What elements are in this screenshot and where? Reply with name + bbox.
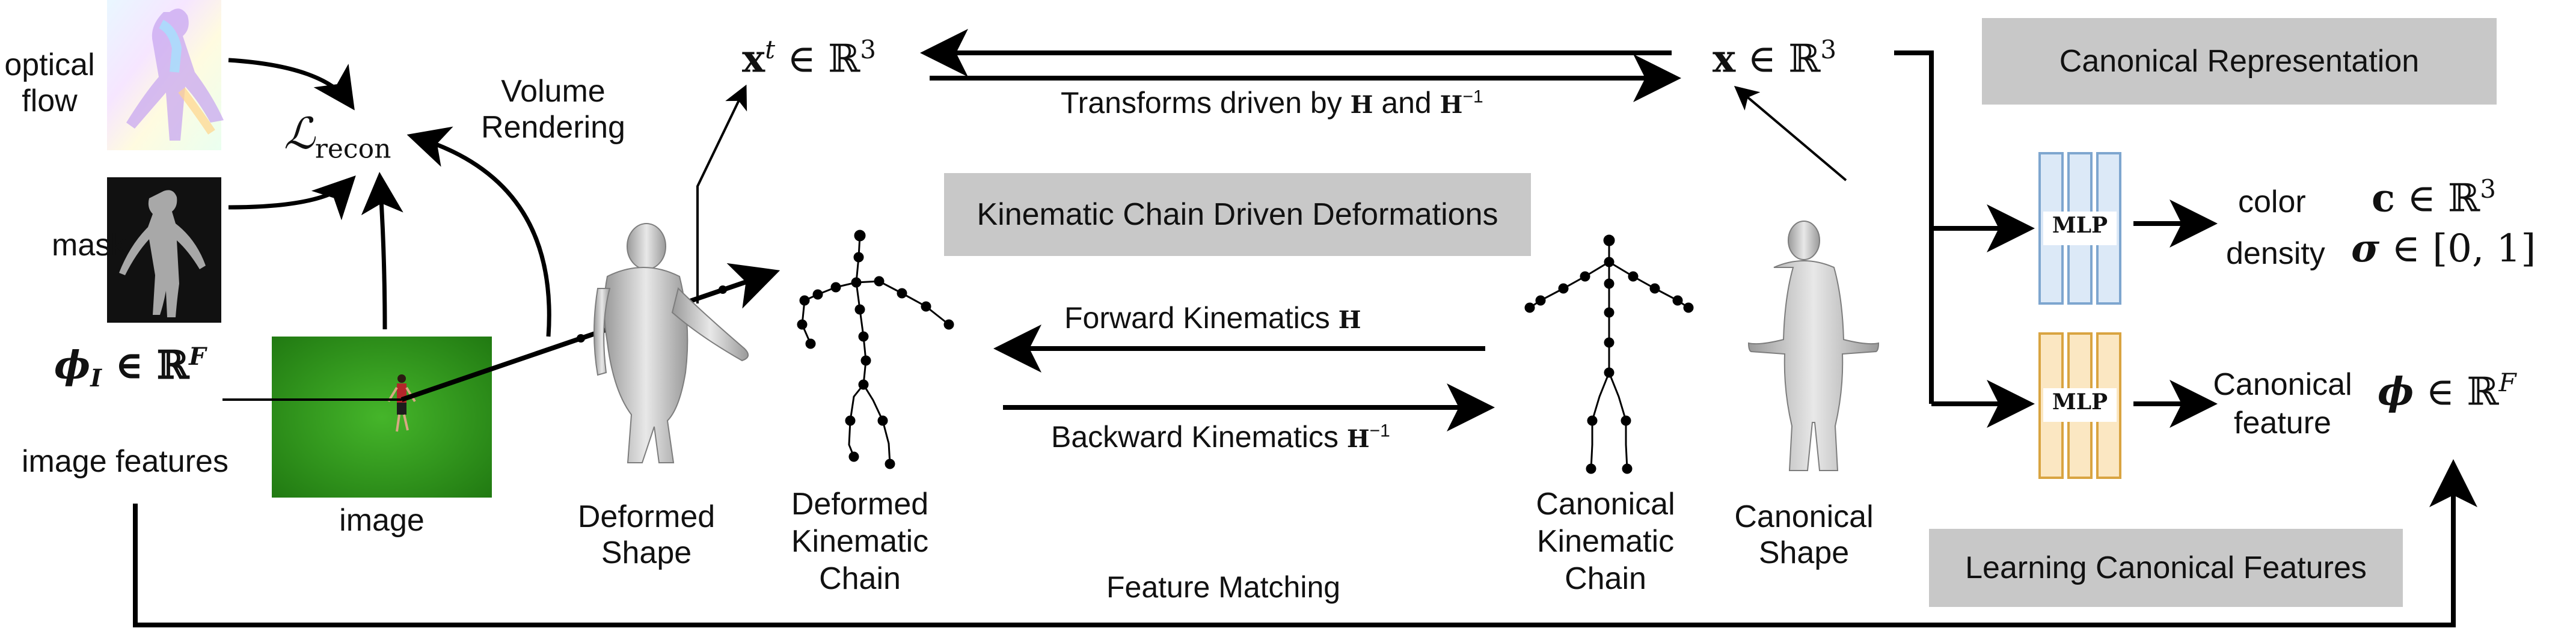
input-image: [272, 337, 492, 498]
mlp-output-arrows: [2133, 200, 2218, 428]
canonical-feature-math: 𝝓 ∈ ℝF: [2378, 368, 2516, 415]
transforms-arrows: [920, 29, 1681, 102]
mlp-bottom-block: [2038, 332, 2121, 479]
mlp-top-label: MLP: [2052, 213, 2108, 238]
color-label: color: [2238, 184, 2306, 219]
mlp-input-bracket: [1894, 50, 2035, 428]
volume-rendering-label: Volume Rendering: [481, 74, 625, 145]
density-label: density: [2226, 236, 2325, 271]
forward-kinematics-label: Forward Kinematics H: [1064, 301, 1361, 335]
canonical-shape-caption: Canonical Shape: [1734, 499, 1874, 570]
phi-input-label: 𝝓I ∈ ℝF: [54, 343, 206, 393]
deformed-shape-caption: Deformed Shape: [577, 499, 716, 570]
canonical-chain-caption: Canonical Kinematic Chain: [1536, 487, 1675, 596]
kinematics-arrows: [993, 325, 1495, 431]
deformed-shape: [593, 223, 749, 463]
image-features-label: image features: [22, 444, 228, 479]
backward-kinematics-label: Backward Kinematics H−1: [1051, 420, 1390, 454]
canonical-representation-box: Canonical Representation: [1982, 18, 2497, 105]
canonical-shape: [1747, 221, 1880, 471]
mlp-bottom-label: MLP: [2052, 389, 2108, 415]
learning-canonical-features-box: Learning Canonical Features: [1929, 529, 2403, 607]
optical-flow-image: [107, 0, 224, 150]
density-math: σ ∈ [0, 1]: [2351, 226, 2536, 271]
loss-input-arrows: [228, 58, 551, 337]
optical-flow-label: optical flow: [4, 47, 95, 118]
deformed-point-arrow: [696, 84, 747, 303]
canonical-kinematic-chain: [1524, 234, 1694, 474]
deformed-kinematic-chain: [797, 230, 954, 469]
canonical-point-arrow: [1734, 85, 1847, 181]
canonical-point-label: x ∈ ℝ3: [1713, 35, 1837, 82]
image-caption: image: [339, 503, 425, 538]
mlp-top-block: [2038, 152, 2121, 305]
mask-label: mask: [52, 228, 127, 263]
kinematic-chain-box: Kinematic Chain Driven Deformations: [944, 173, 1531, 256]
color-math: c ∈ ℝ3: [2372, 174, 2496, 221]
deformed-chain-caption: Deformed Kinematic Chain: [791, 487, 929, 596]
feature-matching-loop: [133, 459, 2477, 627]
transforms-label: Transforms driven by H and H−1: [1061, 86, 1483, 120]
deformed-point-label: xt ∈ ℝ3: [742, 35, 877, 82]
canonical-feature-label: Canonical feature: [2213, 367, 2352, 440]
mask-image: [107, 177, 221, 323]
feature-matching-label: Feature Matching: [1106, 570, 1341, 604]
loss-label: ℒrecon: [284, 108, 391, 165]
